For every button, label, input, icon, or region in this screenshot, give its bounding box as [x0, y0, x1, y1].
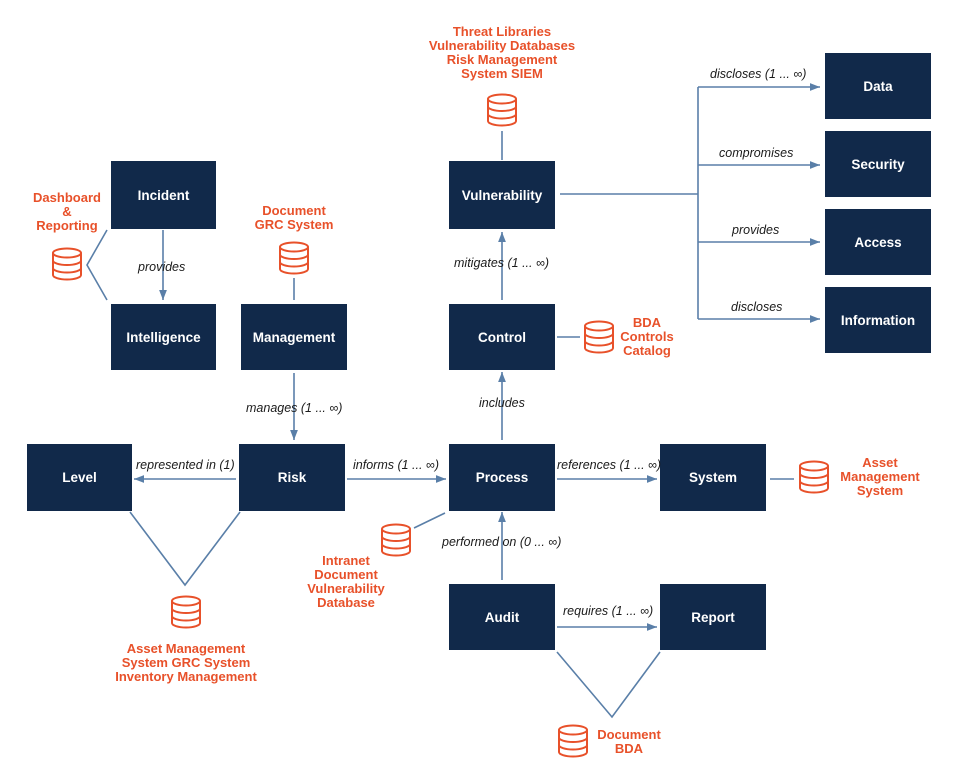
- datastore-document-bda-label: Document BDA: [597, 727, 661, 756]
- label-references: references (1 ... ∞): [557, 458, 662, 472]
- label-manages: manages (1 ... ∞): [246, 401, 343, 415]
- node-incident[interactable]: Incident: [111, 161, 216, 229]
- label-mitigates: mitigates (1 ... ∞): [454, 256, 550, 270]
- label-provides-access: provides: [732, 223, 780, 237]
- database-icon-asset-system: [799, 460, 829, 494]
- database-icon-intranet: [381, 523, 411, 557]
- node-control[interactable]: Control: [449, 304, 555, 370]
- node-vulnerability[interactable]: Vulnerability: [449, 161, 555, 229]
- node-information[interactable]: Information: [825, 287, 931, 353]
- node-access[interactable]: Access: [825, 209, 931, 275]
- node-security[interactable]: Security: [825, 131, 931, 197]
- database-icon-threat-libraries: [487, 93, 517, 127]
- label-performed-on: performed on (0 ... ∞): [442, 535, 562, 549]
- node-audit[interactable]: Audit: [449, 584, 555, 650]
- datastore-intranet-label: Intranet Document Vulnerability Database: [307, 553, 385, 610]
- database-icon-dashboard: [52, 247, 82, 281]
- label-represented-in: represented in (1): [136, 458, 235, 472]
- node-intelligence[interactable]: Intelligence: [111, 304, 216, 370]
- label-compromises: compromises: [719, 146, 794, 160]
- datastore-dashboard-label: Dashboard & Reporting: [33, 190, 101, 233]
- label-discloses-data: discloses (1 ... ∞): [710, 67, 807, 81]
- node-report[interactable]: Report: [660, 584, 766, 650]
- node-data[interactable]: Data: [825, 53, 931, 119]
- conn-audit-report-doc: [556, 651, 661, 719]
- database-icon-bda-controls: [584, 320, 614, 354]
- label-includes: includes: [479, 396, 525, 410]
- datastore-asset-system-label: Asset Management System: [840, 455, 920, 498]
- database-icon-document-bda: [558, 724, 588, 758]
- node-process[interactable]: Process: [449, 444, 555, 511]
- node-level[interactable]: Level: [27, 444, 132, 511]
- datastore-document-grc-label: Document GRC System: [254, 203, 334, 232]
- conn-dashboard: [86, 229, 108, 301]
- label-informs: informs (1 ... ∞): [353, 458, 440, 472]
- node-risk[interactable]: Risk: [239, 444, 345, 511]
- label-discloses-information: discloses: [731, 300, 783, 314]
- label-requires: requires (1 ... ∞): [563, 604, 654, 618]
- conn-intranet-process: [413, 512, 446, 529]
- node-system[interactable]: System: [660, 444, 766, 511]
- datastore-bda-controls-label: BDA Controls Catalog: [620, 315, 674, 358]
- database-icon-asset-grc: [171, 595, 201, 629]
- label-provides-intelligence: provides: [138, 260, 186, 274]
- datastore-threat-libraries-label: Threat Libraries Vulnerability Databases…: [428, 24, 576, 81]
- datastore-asset-grc-label: Asset Management System GRC System Inven…: [115, 641, 257, 684]
- database-icon-document-grc: [279, 241, 309, 275]
- node-management[interactable]: Management: [241, 304, 347, 370]
- conn-level-risk-asset: [129, 511, 241, 587]
